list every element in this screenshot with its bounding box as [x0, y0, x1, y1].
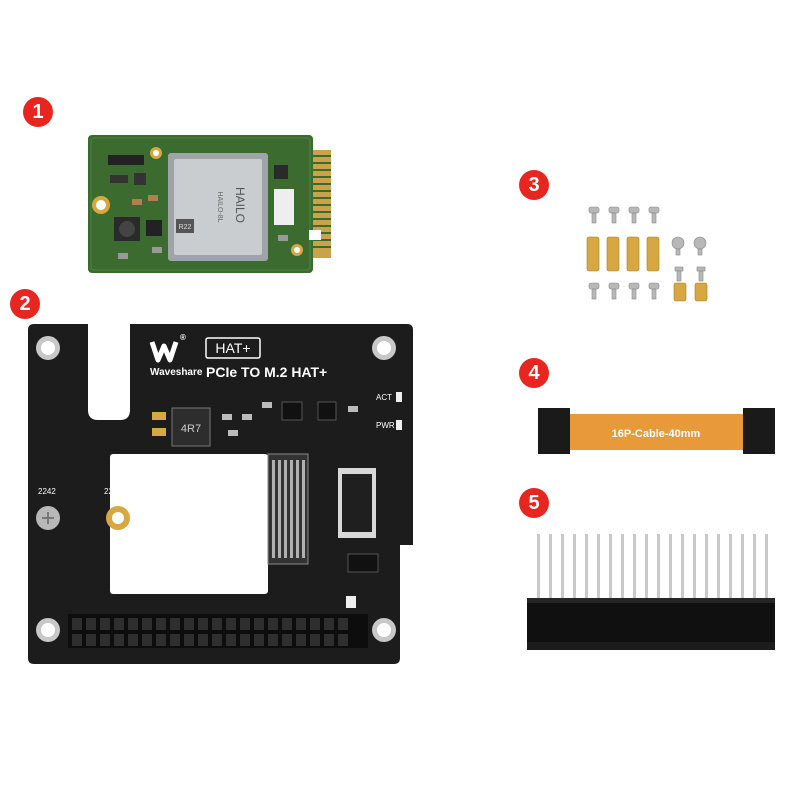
screws-and-standoffs: [586, 206, 708, 302]
item-number-badge-2: 2: [10, 289, 40, 319]
hat-pwr-label: PWR: [376, 421, 395, 430]
module-chip-brand: HAILO: [233, 187, 247, 223]
cable-label: 16P-Cable-40mm: [612, 428, 701, 440]
m2-accelerator-module: HAILO HAILO-8L R22: [88, 135, 331, 273]
hat-act-label: ACT: [376, 393, 392, 402]
item-number-badge-5: 5: [519, 488, 549, 518]
hat-badge: HAT+: [215, 340, 250, 356]
module-chip-code: HAILO-8L: [216, 191, 223, 222]
hat-inductor-label: 4R7: [181, 423, 201, 435]
hat-brand: Waveshare: [150, 367, 203, 378]
pcie-to-m2-hat-board: ® Waveshare HAT+ PCIe TO M.2 HAT+ ACT PW…: [28, 324, 413, 664]
size-2242-label: 2242: [38, 487, 56, 496]
svg-text:®: ®: [180, 333, 186, 342]
fpc-cable: 16P-Cable-40mm: [538, 408, 775, 454]
size-2230-label: 2230: [104, 487, 122, 496]
module-inductor-label: R22: [179, 224, 192, 231]
gpio-extension-header: [527, 534, 775, 650]
item-number-badge-3: 3: [519, 170, 549, 200]
gpio-header-pins: [72, 618, 348, 646]
hat-title: PCIe TO M.2 HAT+: [206, 364, 327, 380]
waveshare-logo: ®: [149, 333, 186, 363]
item-number-badge-4: 4: [519, 358, 549, 388]
item-number-badge-1: 1: [23, 97, 53, 127]
